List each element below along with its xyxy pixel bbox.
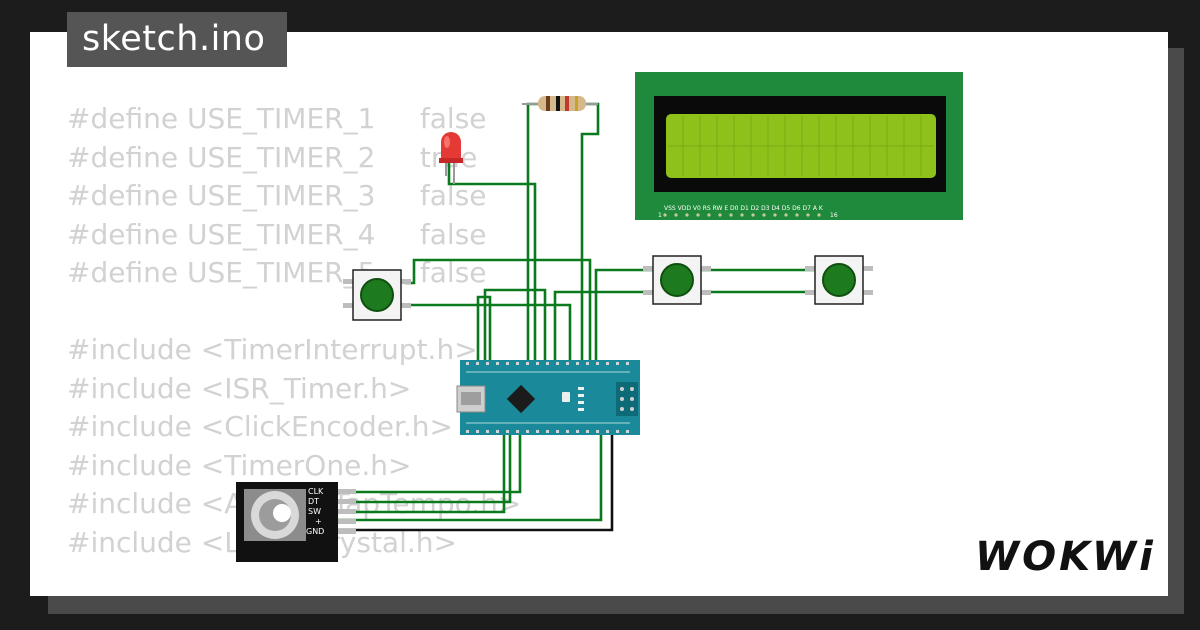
encoder-pin-clk: CLK: [308, 487, 324, 496]
sketch-title-tab[interactable]: sketch.ino: [67, 12, 288, 67]
lcd-pin-end: 16: [830, 212, 838, 219]
encoder-pin-gnd: GND: [306, 527, 324, 536]
resistor-icon[interactable]: [522, 96, 598, 111]
lcd-pin-labels: VSS VDD V0 RS RW E D0 D1 D2 D3 D4 D5 D6 …: [664, 205, 824, 212]
rotary-encoder-icon[interactable]: CLK DT SW + GND: [236, 482, 356, 562]
code-line: #include <TimerOne.h>: [67, 448, 412, 482]
pushbutton-icon[interactable]: [343, 269, 411, 321]
pushbutton-icon[interactable]: [805, 255, 873, 305]
code-line: #include <ISR_Timer.h>: [67, 371, 412, 405]
code-line: #define USE_TIMER_3 false: [67, 179, 487, 212]
encoder-pin-plus: +: [315, 517, 322, 526]
code-line: #define USE_TIMER_1 false: [67, 102, 487, 135]
encoder-pin-dt: DT: [308, 497, 319, 506]
code-line: #include <TimerInterrupt.h>: [67, 333, 478, 366]
lcd-pin-start: 1: [658, 212, 662, 219]
arduino-nano-icon[interactable]: [456, 360, 640, 435]
pushbutton-icon[interactable]: [643, 255, 711, 305]
wokwi-logo: WOKWi: [975, 534, 1156, 580]
led-icon[interactable]: [439, 132, 463, 184]
lcd-icon[interactable]: VSS VDD V0 RS RW E D0 D1 D2 D3 D4 D5 D6 …: [635, 72, 963, 220]
encoder-pin-sw: SW: [308, 507, 321, 516]
code-line: #define USE_TIMER_4 false: [67, 217, 487, 251]
code-line: #include <ClickEncoder.h>: [67, 410, 453, 443]
